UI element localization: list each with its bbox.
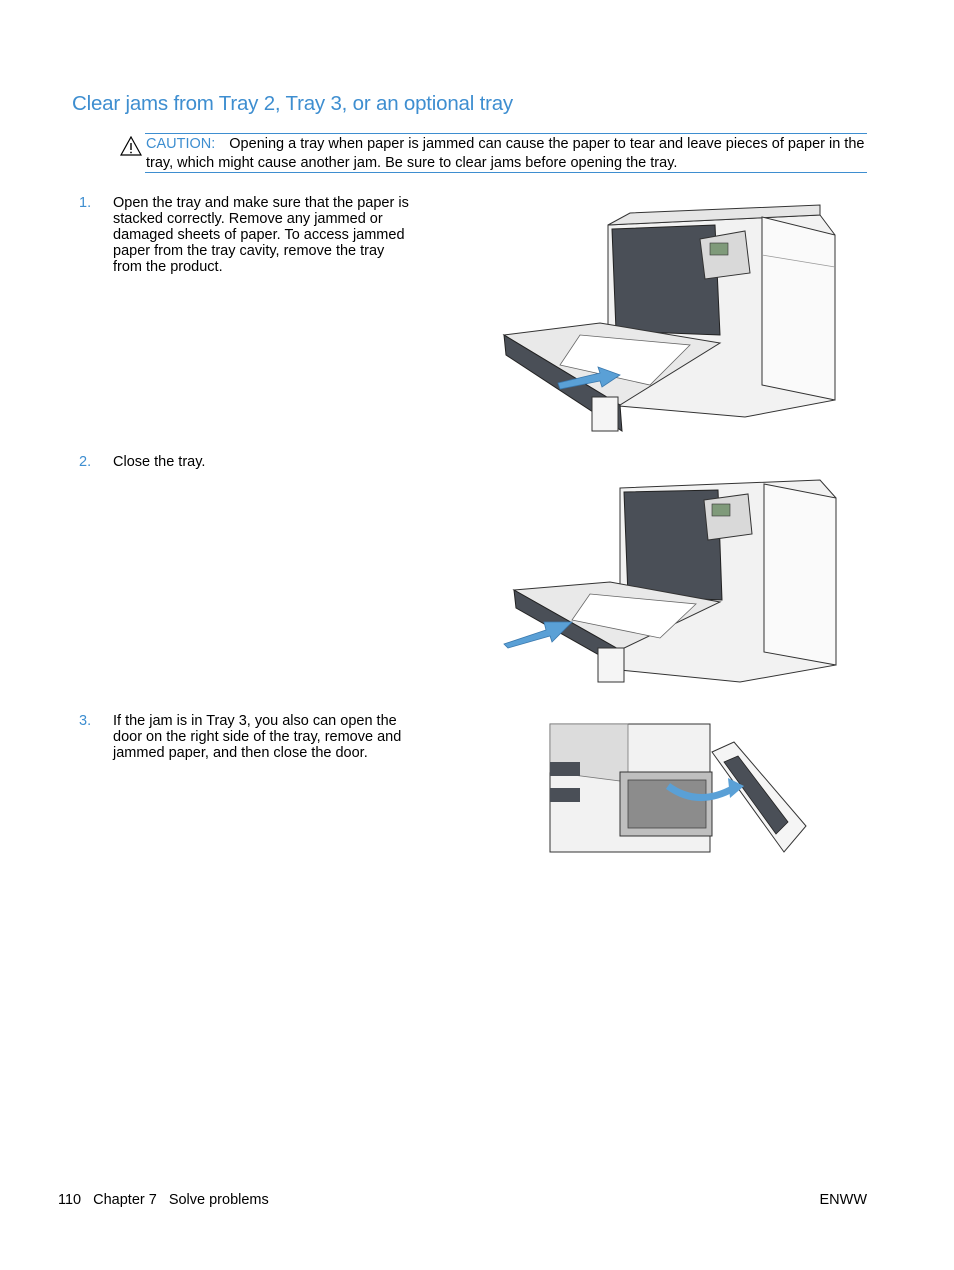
step-number-1: 1. — [79, 195, 92, 211]
step-1-line: damaged sheets of paper. To access jamme… — [113, 227, 405, 243]
page-number: 110 — [58, 1192, 82, 1208]
footer-chapter: Chapter 7 — [93, 1192, 157, 1208]
page-footer-left: 110 Chapter 7 Solve problems — [58, 1192, 269, 1208]
step-text-2: Close the tray. — [113, 454, 205, 470]
page-title: Clear jams from Tray 2, Tray 3, or an op… — [72, 92, 513, 115]
step-3-line: jammed paper, and then close the door. — [113, 745, 368, 761]
step-text-3: If the jam is in Tray 3, you also can op… — [113, 713, 401, 761]
step-number-2: 2. — [79, 454, 92, 470]
footer-section: Solve problems — [168, 1192, 269, 1208]
step-1-line: paper from the tray cavity, remove the t… — [113, 243, 385, 259]
step-1-line: from the product. — [113, 259, 223, 275]
printer-tray-open-illustration — [502, 204, 836, 432]
step-number-3: 3. — [79, 713, 92, 729]
caution-label: CAUTION: — [146, 136, 216, 152]
page-footer-right: ENWW — [819, 1192, 867, 1208]
step-3-line: door on the right side of the tray, remo… — [113, 729, 402, 745]
step-text-1: Open the tray and make sure that the pap… — [113, 195, 409, 275]
printer-tray-close-illustration — [503, 479, 837, 683]
tray3-side-door-illustration — [549, 723, 807, 853]
step-1-line: Open the tray and make sure that the pap… — [113, 195, 409, 211]
step-1-line: stacked correctly. Remove any jammed or — [113, 211, 383, 227]
step-2-line: Close the tray. — [113, 454, 206, 470]
step-3-line: If the jam is in Tray 3, you also can op… — [113, 713, 397, 729]
caution-note: CAUTION:Opening a tray when paper is jam… — [145, 133, 867, 173]
caution-text: Opening a tray when paper is jammed can … — [146, 136, 865, 171]
caution-warning-icon — [120, 136, 142, 156]
